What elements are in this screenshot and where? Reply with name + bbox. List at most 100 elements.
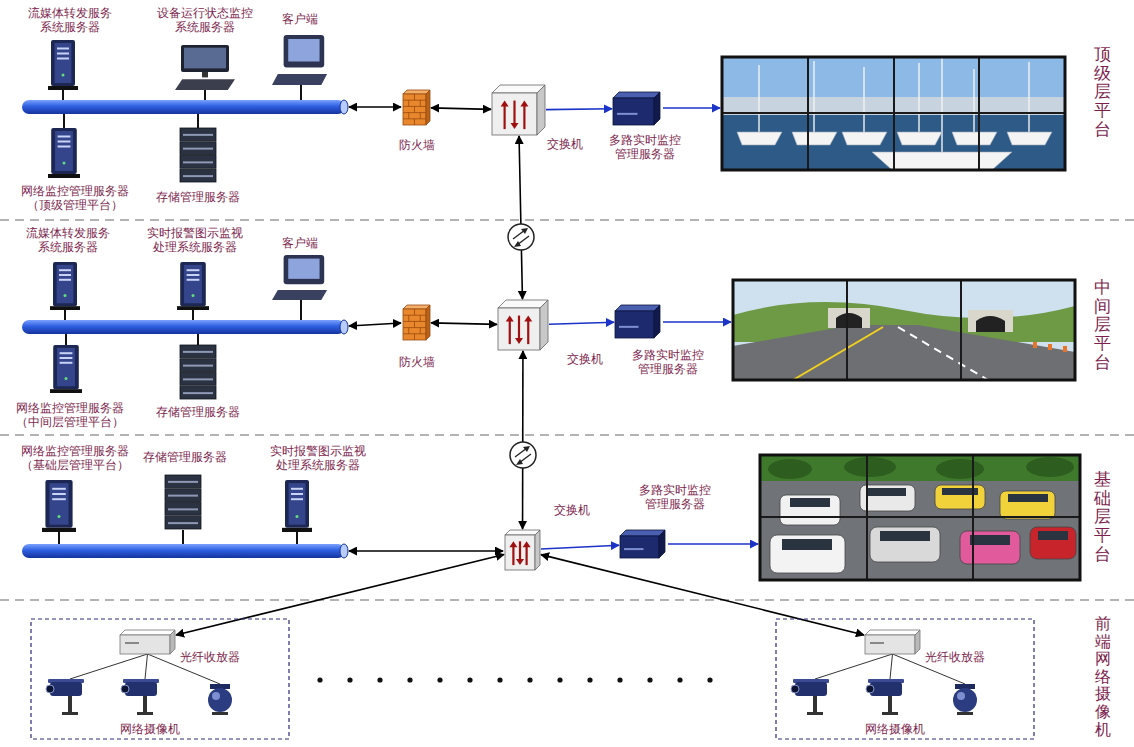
video-wall-traffic [770,535,845,573]
group-icon [212,712,228,715]
tower-icon [63,162,66,165]
tower-icon [48,40,78,90]
group-icon [870,682,902,696]
tower-icon [50,262,80,310]
video-wall-harbor [973,69,974,132]
group-icon [145,654,148,679]
bus-link-arrow [349,550,503,552]
group-icon [121,685,129,693]
switch-icon [498,300,548,350]
tower-icon [187,269,200,271]
tower-icon [180,262,206,306]
transceiver-icon [865,630,920,635]
group-icon [866,685,874,693]
tower-icon [53,345,79,389]
nvr-node: 多路实时监控 管理服务器 [615,305,660,338]
switch-icon [498,300,548,308]
storage-icon [183,365,213,367]
tower-icon [55,43,72,83]
modem-symbol [510,442,536,468]
device-caption: 存储管理服务器 [156,405,240,419]
firewall-icon [414,321,415,327]
device-caption: 光纤收放器 [925,650,985,664]
video-wall-highway [968,310,1013,332]
monitor-icon [181,45,229,72]
firewall-icon [403,90,430,125]
video-wall-traffic [768,457,1074,479]
firewall-node: 防火墙 [403,305,430,340]
network-bus [340,544,348,558]
nvr-node: 多路实时监控 管理服务器 [613,92,660,125]
tower-icon [282,480,312,532]
bus-link-arrow [349,106,401,108]
switch-icon [509,321,511,345]
link-arrow [519,136,522,299]
device-caption: 多路实时监控 管理服务器 [609,133,681,162]
layer-label: 前端网络摄像机 [1095,615,1111,738]
tower-icon [58,146,71,148]
storage-icon [183,351,213,353]
transceiver-icon [865,635,915,654]
nvr-icon [619,326,639,328]
transceiver-icon [865,630,920,654]
network-bus [22,544,345,558]
video-wall-traffic [844,457,896,477]
client-icon [272,290,327,300]
continuation-dots [377,677,382,682]
storage-icon [180,169,216,182]
device-caption: 光纤收放器 [180,650,240,664]
tower-icon [45,480,72,528]
firewall-icon [414,119,415,125]
group-icon [212,692,220,700]
nvr-icon [620,530,665,536]
video-wall-highway [847,280,961,380]
storage-icon [180,386,216,399]
continuation-dots [587,677,592,682]
bus-stem [63,114,65,128]
device-caption: 防火墙 [399,138,435,152]
link-arrow [541,545,619,549]
video-wall-highway [828,308,870,328]
tower-icon [52,493,66,495]
video-wall-harbor [722,57,1065,170]
switch-icon [492,85,545,93]
video-wall-highway [836,313,862,328]
video-wall-harbor [722,57,1065,170]
storage-icon [183,175,213,177]
video-wall-traffic [782,539,832,550]
link-arrow [176,555,504,635]
group-icon [957,712,973,715]
group-icon [882,712,898,715]
switch-icon [505,530,540,570]
device-caption: 流媒体转发服务 系统服务器 [26,226,110,255]
bus-stem [197,114,199,128]
network-bus [22,320,345,334]
bus-stem [58,532,60,544]
nvr-icon [613,92,660,98]
continuation-dots [467,677,472,682]
device-caption: 交换机 [567,352,603,366]
video-wall-harbor [722,57,1065,170]
switch-icon [492,93,537,135]
video-wall-traffic [790,498,830,507]
video-wall-highway [1033,342,1037,348]
monitor-icon [184,48,226,69]
video-wall-highway [793,327,883,380]
group-icon [50,682,82,696]
continuation-dots [677,677,682,682]
monitor-feed-arrow [668,543,758,545]
switch-icon [509,541,517,547]
switch-icon [535,530,540,570]
modem-symbol [510,442,536,468]
switch-icon [527,321,529,345]
device-caption: 存储管理服务器 [143,450,227,464]
layer-divider [0,219,1134,221]
video-wall-highway [898,327,988,380]
device-caption: 实时报警图示监视 处理系统服务器 [147,226,243,255]
device-caption: 存储管理服务器 [156,190,240,204]
storage-node: 存储管理服务器 [180,128,216,183]
group-icon [776,619,1034,739]
tower-icon [58,141,71,143]
bus-stem [59,85,301,544]
continuation-dots [527,677,532,682]
